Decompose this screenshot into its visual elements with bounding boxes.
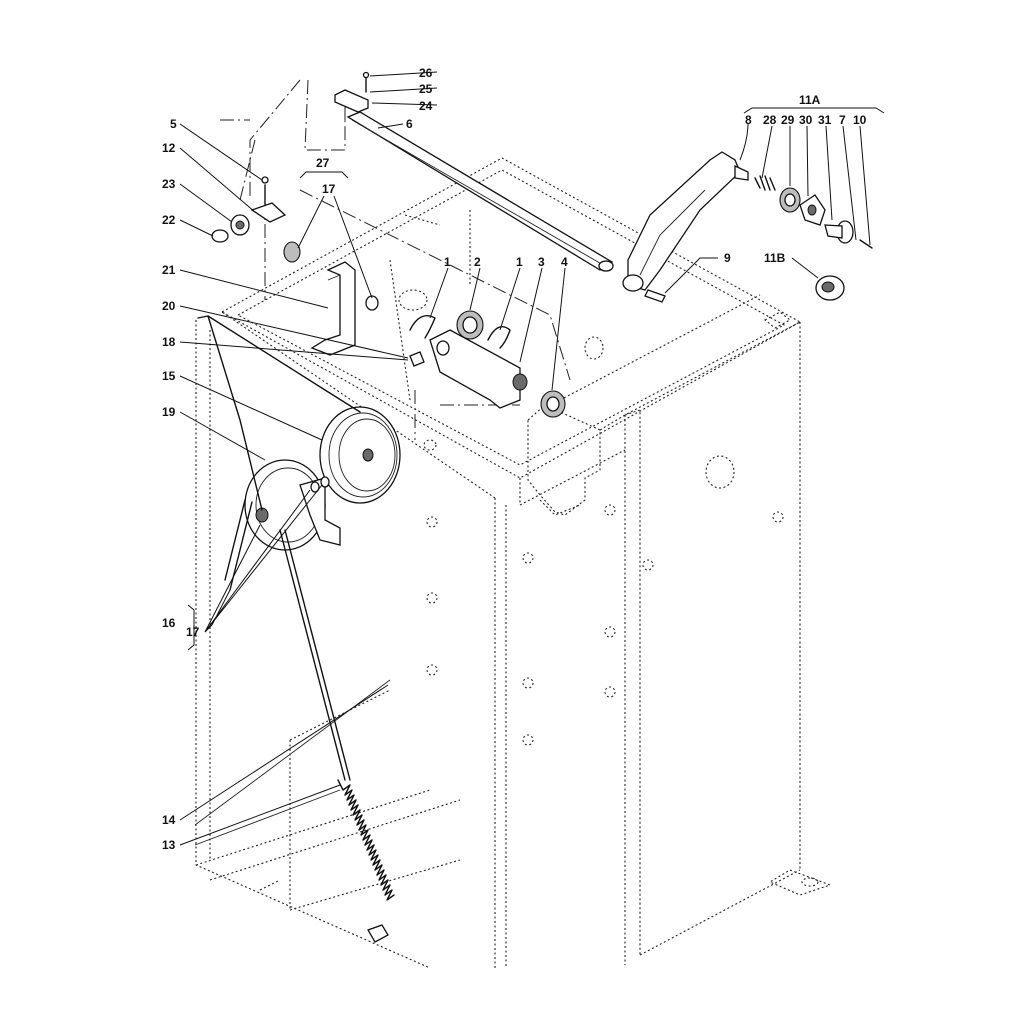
nut-part-22 <box>211 229 229 243</box>
bolt-part-18 <box>409 351 425 367</box>
cam-part-30 <box>799 194 826 226</box>
callout-9: 9 <box>724 251 731 265</box>
callout-14: 14 <box>162 813 176 827</box>
clip-part-1a <box>409 315 436 339</box>
callout-27: 27 <box>316 156 330 170</box>
callout-8: 8 <box>745 113 752 127</box>
callout-23: 23 <box>162 177 176 191</box>
cabinet-frame <box>194 157 832 969</box>
callout-7: 7 <box>839 113 846 127</box>
callout-5: 5 <box>170 117 177 131</box>
callout-25: 25 <box>419 82 433 96</box>
callout-17-bottom: 17 <box>186 625 200 639</box>
callout-22: 22 <box>162 213 176 227</box>
bracket-part-12 <box>250 176 287 223</box>
pulley-part-23 <box>230 214 250 236</box>
washers-part-17 <box>310 476 330 493</box>
callout-21: 21 <box>162 263 176 277</box>
callout-18: 18 <box>162 335 176 349</box>
callout-15: 15 <box>162 369 176 383</box>
callout-28: 28 <box>763 113 777 127</box>
callout-30: 30 <box>799 113 813 127</box>
lever-handle-part-8 <box>622 151 749 292</box>
callout-24: 24 <box>419 99 433 113</box>
callout-11b: 11B <box>764 251 786 265</box>
bracket-part-24 <box>334 89 369 113</box>
callout-31: 31 <box>818 113 832 127</box>
callout-17-top: 17 <box>322 182 336 196</box>
callout-labels: 26 25 24 6 11A 8 28 29 30 31 7 10 5 12 2… <box>162 66 867 852</box>
large-pulley-part-15 <box>319 406 401 504</box>
bushing-part-4 <box>540 390 566 418</box>
callout-26: 26 <box>419 66 433 80</box>
bushing-part-29 <box>779 187 801 213</box>
clip-part-1b <box>487 326 511 349</box>
roller-bracket-part-27 <box>283 241 379 356</box>
main-shaft-part-6 <box>346 111 614 272</box>
assembly-centerlines <box>220 79 571 440</box>
callout-13: 13 <box>162 838 176 852</box>
callout-2: 2 <box>474 255 481 269</box>
knob-part-31 <box>824 220 854 244</box>
callout-16: 16 <box>162 616 176 630</box>
spring-part-28 <box>754 175 776 191</box>
screw-part-26 <box>362 71 370 93</box>
callout-6: 6 <box>406 117 413 131</box>
screw-part-10 <box>859 239 873 249</box>
callout-12: 12 <box>162 141 176 155</box>
cap-part-11b <box>815 275 845 301</box>
callout-19: 19 <box>162 405 176 419</box>
callout-29: 29 <box>781 113 795 127</box>
bracket-part-3 <box>429 329 528 409</box>
small-pulley-part-19 <box>244 459 341 551</box>
callout-20: 20 <box>162 299 176 313</box>
callout-3: 3 <box>538 255 545 269</box>
callout-10: 10 <box>853 113 867 127</box>
handle-screw-part-9 <box>644 289 666 303</box>
callout-1-right: 1 <box>516 255 523 269</box>
callout-11a: 11A <box>799 93 821 107</box>
leader-lines <box>179 71 885 846</box>
callout-1-left: 1 <box>444 255 451 269</box>
spring-part-2 <box>456 310 484 340</box>
cable-part-20 <box>197 315 361 781</box>
tension-spring-part-13 <box>337 779 395 943</box>
panel-fasteners <box>426 504 784 746</box>
callout-4: 4 <box>561 255 568 269</box>
